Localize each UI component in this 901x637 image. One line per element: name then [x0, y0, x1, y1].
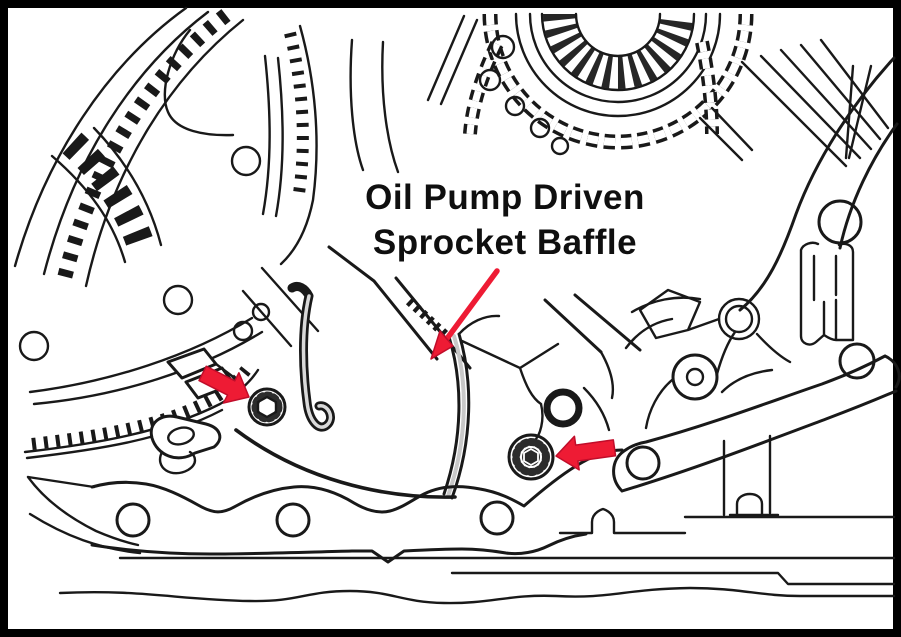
arm-bolt-hole	[838, 342, 876, 380]
spring-coil	[232, 320, 254, 342]
slotted-bracket	[799, 241, 855, 346]
pan-bolt-hole	[275, 502, 311, 538]
torque-converter-ring-gear	[13, 6, 318, 460]
sprocket-baffle-outline	[234, 245, 642, 500]
right-bolt-arrow-icon	[555, 435, 617, 471]
arm-boss	[671, 353, 719, 401]
case-hole	[162, 284, 194, 316]
pan-gasket-line	[58, 586, 896, 605]
side-bracket-arm	[612, 288, 901, 517]
baffle-lower-edge	[234, 428, 457, 499]
baffle-callout-arrow-icon	[430, 268, 500, 360]
baffle-label-line-1: Oil Pump Driven	[365, 178, 645, 217]
clevis-foot	[149, 414, 222, 460]
sprocket-spline-teeth	[543, 13, 693, 89]
case-hole	[18, 330, 50, 362]
left-bolt-arrow-icon	[198, 365, 250, 404]
bolt-hex-head	[256, 395, 278, 419]
case-wall-lines	[349, 38, 400, 174]
boss-ring	[543, 388, 583, 428]
pan-bolt-hole	[115, 502, 151, 538]
oil-pump-drive-chain-and-sprocket	[426, 12, 754, 156]
arm-bolt-hole	[625, 445, 661, 481]
pan-bolt-hole	[479, 500, 515, 536]
right-baffle-bolt	[507, 388, 583, 481]
case-boss-hole	[817, 199, 863, 245]
case-right-edge-and-ribs	[582, 38, 899, 432]
spring-coil	[251, 302, 271, 322]
oil-pan-rail	[26, 448, 896, 605]
case-hole	[230, 145, 262, 177]
baffle-label: Oil Pump Driven Sprocket Baffle	[365, 178, 645, 262]
baffle-label-line-2: Sprocket Baffle	[373, 223, 637, 262]
left-baffle-bolt	[247, 387, 287, 427]
